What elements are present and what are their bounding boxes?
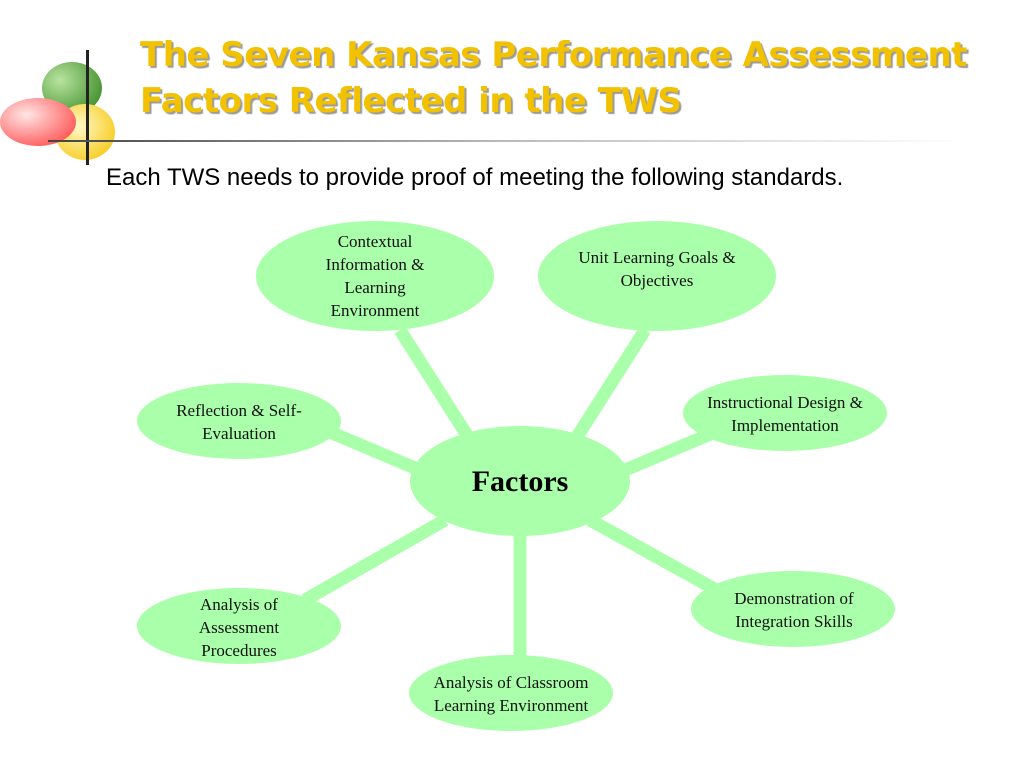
node-instructional-label: Instructional Design & Implementation [707, 393, 863, 435]
node-contextual-shape [256, 221, 494, 331]
slide-subtitle: Each TWS needs to provide proof of meeti… [106, 164, 844, 191]
center-node-label: Factors [471, 464, 569, 498]
spoke-unit-goals [569, 326, 651, 444]
slide-title: The Seven Kansas Performance Assessment … [140, 35, 967, 121]
center-node-shape [410, 426, 630, 536]
spoke-contextual [394, 326, 476, 444]
node-instructional-shape [683, 375, 887, 451]
spoke-assessment [301, 514, 449, 606]
node-assessment-shape [137, 588, 341, 664]
red-circle [0, 98, 76, 146]
node-shapes [137, 221, 895, 731]
spokes [301, 326, 724, 662]
node-classroom-label: Analysis of Classroom Learning Environme… [433, 673, 589, 715]
node-contextual-label: Contextual Information & Learning Enviro… [325, 232, 425, 320]
node-classroom-shape [409, 655, 613, 731]
spoke-instructional [622, 424, 723, 476]
node-demonstration-label: Demonstration of Integration Skills [734, 589, 854, 631]
node-assessment-label: Analysis of Assessment Procedures [198, 594, 280, 660]
logo-vertical-line [86, 50, 89, 165]
node-unit-goals-label: Unit Learning Goals & Objectives [578, 248, 736, 290]
spoke-demonstration [586, 514, 724, 598]
node-demonstration-shape [691, 571, 895, 647]
node-unit-goals-shape [538, 221, 776, 331]
spoke-reflection [322, 424, 418, 474]
title-underline [48, 140, 968, 142]
node-reflection-label: Reflection & Self-Evaluation [176, 401, 302, 443]
node-reflection-shape [137, 383, 341, 459]
